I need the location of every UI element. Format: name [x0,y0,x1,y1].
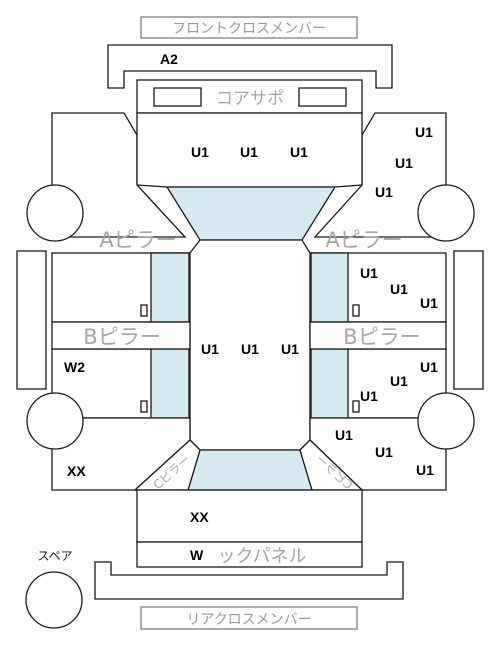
back-panel-grade: W [190,547,204,563]
front-cross-member-box [140,16,358,39]
rr-door-grade-3: U1 [360,388,378,404]
rear-window [187,449,313,491]
spare-tire [25,571,83,629]
rr-quarter-grade-3: U1 [416,462,434,478]
fr-door-grade-3: U1 [420,295,438,311]
rr-quarter-grade-2: U1 [375,444,393,460]
rl-quarter-grade: XX [67,463,86,479]
trunk-grade: XX [190,509,209,525]
door-handle-fl [140,304,148,317]
trunk [136,489,363,543]
front-left-window [150,252,190,323]
headlight-left [153,87,202,107]
rr-quarter-grade-1: U1 [335,427,353,443]
rear-left-wheel [26,392,84,450]
rear-cross-member-label: リアクロスメンバー [186,612,311,628]
front-member [107,44,393,89]
rear-cross-member-box [140,606,358,630]
core-support-label: コアサポ [216,89,284,109]
left-rocker-panel [16,250,47,390]
rear-member [94,561,404,600]
b-pillar-left [51,321,191,350]
front-left-wheel [26,184,84,242]
fr-fender-grade-3: U1 [375,184,393,200]
right-rocker-panel [453,250,484,390]
front-right-wheel [417,184,475,242]
roof-grade-1: U1 [201,341,219,357]
b-pillar-right-label: Bピラー [343,325,420,349]
hood-grade-3: U1 [290,144,308,160]
windshield [165,186,337,241]
back-panel-label: ックパネル [217,546,306,567]
a-pillar-left-label: Aピラー [99,228,176,252]
roof-grade-3: U1 [281,341,299,357]
headlight-right [298,87,347,107]
front-member-grade: A2 [160,51,178,67]
rear-right-window [310,348,349,419]
roof-grade-2: U1 [241,341,259,357]
fr-fender-grade-1: U1 [415,124,433,140]
door-handle-rr [352,400,360,413]
rr-door-grade-1: U1 [420,359,438,375]
hood-grade-2: U1 [240,144,258,160]
a-pillar-right-label: Aピラー [325,228,402,252]
door-handle-fr [352,304,360,317]
door-handle-rl [140,400,148,413]
fr-fender-grade-2: U1 [395,155,413,171]
rl-door-grade: W2 [64,359,85,375]
hood-grade-1: U1 [191,144,209,160]
rear-right-wheel [417,392,475,450]
front-right-window [310,252,349,323]
front-cross-member-label: フロントクロスメンバー [172,21,326,37]
b-pillar-left-label: Bピラー [83,325,160,349]
rear-left-window [150,348,190,419]
back-panel [136,541,363,568]
rr-door-grade-2: U1 [390,373,408,389]
fr-door-grade-2: U1 [390,281,408,297]
spare-label: スペア [37,549,72,563]
b-pillar-right [309,321,447,350]
fr-door-grade-1: U1 [360,265,378,281]
